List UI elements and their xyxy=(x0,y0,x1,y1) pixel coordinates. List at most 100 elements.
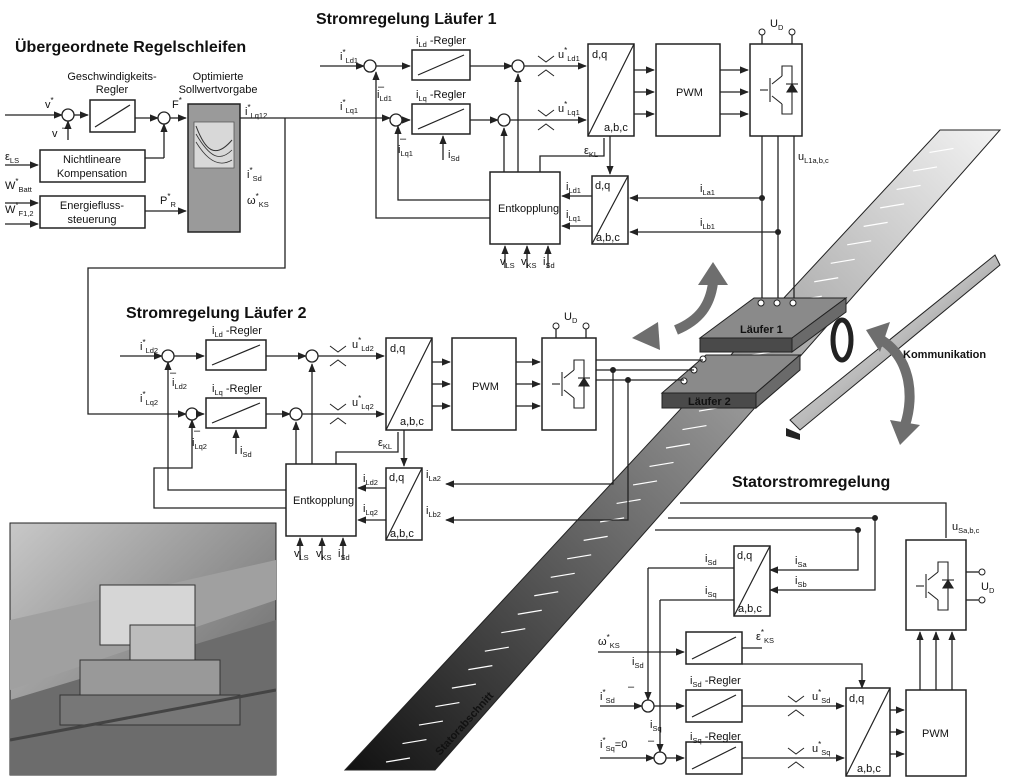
svg-text:iSq: iSq xyxy=(705,585,717,599)
svg-text:i*Sq=0: i*Sq=0 xyxy=(600,736,627,753)
svg-text:iSd: iSd xyxy=(632,656,644,670)
svg-text:iSd: iSd xyxy=(338,548,350,562)
svg-text:–: – xyxy=(648,735,655,747)
svg-text:iLb2: iLb2 xyxy=(426,505,441,519)
svg-text:iSd: iSd xyxy=(705,553,717,567)
rotor-1-block: Läufer 1 xyxy=(700,298,846,352)
svg-text:iLq -Regler: iLq -Regler xyxy=(416,89,466,103)
svg-text:F*: F* xyxy=(172,96,182,111)
svg-text:uSa,b,c: uSa,b,c xyxy=(952,521,980,535)
svg-text:u*Sq: u*Sq xyxy=(812,740,830,757)
stator-control: uSa,b,c iSa iSb d,q a,b,c iSd iSq ω*KS ε… xyxy=(598,503,995,776)
svg-text:a,b,c: a,b,c xyxy=(857,763,881,775)
speed-controller-label: Geschwindigkeits-Regler xyxy=(67,71,157,96)
title-rotor1: Stromregelung Läufer 1 xyxy=(316,11,497,28)
svg-text:–: – xyxy=(62,122,69,134)
svg-text:PWM: PWM xyxy=(922,728,949,740)
svg-text:a,b,c: a,b,c xyxy=(400,416,424,428)
rotor-2-block: Läufer 2 xyxy=(662,355,800,408)
svg-text:iLd2: iLd2 xyxy=(172,377,187,391)
svg-text:–: – xyxy=(400,133,407,145)
svg-text:εKL: εKL xyxy=(378,437,392,451)
svg-text:vKS: vKS xyxy=(521,256,537,270)
svg-text:PWM: PWM xyxy=(676,87,703,99)
svg-text:iSd: iSd xyxy=(448,149,460,163)
svg-text:iLa2: iLa2 xyxy=(426,469,441,483)
svg-text:iSq -Regler: iSq -Regler xyxy=(690,731,741,745)
svg-text:UD: UD xyxy=(564,311,578,325)
sum-v xyxy=(62,109,74,121)
svg-text:iLd -Regler: iLd -Regler xyxy=(212,325,262,339)
svg-text:iSd: iSd xyxy=(240,445,252,459)
rotor1-control: i*Ld1 – iLd1 iLd -Regler i*Lq1 – iLq1 iL… xyxy=(285,18,829,298)
svg-text:iLd1: iLd1 xyxy=(566,181,581,195)
rail-foot xyxy=(786,428,800,440)
svg-text:d,q: d,q xyxy=(849,693,864,705)
svg-text:Entkopplung: Entkopplung xyxy=(293,495,354,507)
svg-text:v*: v* xyxy=(45,96,54,111)
svg-text:iSd: iSd xyxy=(543,256,555,270)
svg-text:ω*KS: ω*KS xyxy=(598,633,620,650)
svg-text:iLq2: iLq2 xyxy=(192,437,207,451)
communication-label: Kommunikation xyxy=(903,349,986,361)
svg-text:u*Lq2: u*Lq2 xyxy=(352,394,374,411)
title-stator: Statorstromregelung xyxy=(732,474,890,491)
svg-text:iLa1: iLa1 xyxy=(700,183,715,197)
svg-text:P*R: P*R xyxy=(160,192,176,209)
svg-text:iLd -Regler: iLd -Regler xyxy=(416,35,466,49)
svg-text:UD: UD xyxy=(981,581,995,595)
svg-text:a,b,c: a,b,c xyxy=(390,528,414,540)
svg-text:u*Ld2: u*Ld2 xyxy=(352,336,374,353)
svg-text:d,q: d,q xyxy=(390,343,405,355)
svg-text:a,b,c: a,b,c xyxy=(604,122,628,134)
svg-text:W*Batt: W*Batt xyxy=(5,177,33,194)
svg-text:iSa: iSa xyxy=(795,555,807,569)
svg-text:u*Sd: u*Sd xyxy=(812,688,830,705)
svg-text:ω*KS: ω*KS xyxy=(247,192,269,209)
svg-text:iLd1: iLd1 xyxy=(377,89,392,103)
svg-text:iLq2: iLq2 xyxy=(363,503,378,517)
svg-text:vLS: vLS xyxy=(294,548,309,562)
svg-text:vKS: vKS xyxy=(316,548,332,562)
svg-text:iSb: iSb xyxy=(795,575,807,589)
photo-prototype xyxy=(10,523,276,775)
svg-text:v: v xyxy=(52,128,58,140)
svg-text:d,q: d,q xyxy=(592,49,607,61)
svg-text:iLq1: iLq1 xyxy=(566,209,581,223)
svg-text:i*Sd: i*Sd xyxy=(247,166,262,183)
svg-text:iLd2: iLd2 xyxy=(363,473,378,487)
svg-text:UD: UD xyxy=(770,18,784,32)
svg-text:vLS: vLS xyxy=(500,256,515,270)
svg-text:d,q: d,q xyxy=(595,180,610,192)
svg-text:u*Lq1: u*Lq1 xyxy=(558,100,580,117)
svg-text:–: – xyxy=(628,681,635,693)
svg-text:i*Ld1: i*Ld1 xyxy=(340,48,358,65)
sum-force xyxy=(158,112,170,124)
svg-text:a,b,c: a,b,c xyxy=(596,232,620,244)
stator-track: Statorabschnitt xyxy=(345,130,1000,770)
svg-text:iLq -Regler: iLq -Regler xyxy=(212,383,262,397)
svg-text:PWM: PWM xyxy=(472,381,499,393)
svg-text:Entkopplung: Entkopplung xyxy=(498,203,559,215)
svg-text:i*Sd: i*Sd xyxy=(600,688,615,705)
svg-text:d,q: d,q xyxy=(389,472,404,484)
svg-text:iLq1: iLq1 xyxy=(398,144,413,158)
svg-text:d,q: d,q xyxy=(737,550,752,562)
svg-text:–: – xyxy=(194,425,201,437)
svg-text:i*Lq2: i*Lq2 xyxy=(140,390,158,407)
rotor-1-label: Läufer 1 xyxy=(740,324,783,336)
svg-text:a,b,c: a,b,c xyxy=(738,603,762,615)
title-superordinate: Übergeordnete Regelschleifen xyxy=(15,37,246,56)
svg-text:i*Ld2: i*Ld2 xyxy=(140,338,158,355)
svg-text:i*Lq1: i*Lq1 xyxy=(340,98,358,115)
eps-ls-label: εLS xyxy=(5,151,19,165)
svg-text:iSd -Regler: iSd -Regler xyxy=(690,675,741,689)
inverter-stator xyxy=(906,540,966,630)
svg-text:ε*KS: ε*KS xyxy=(756,628,774,645)
svg-text:εKL: εKL xyxy=(584,145,598,159)
svg-text:uL1a,b,c: uL1a,b,c xyxy=(798,151,829,165)
rotor-2-label: Läufer 2 xyxy=(688,396,731,408)
